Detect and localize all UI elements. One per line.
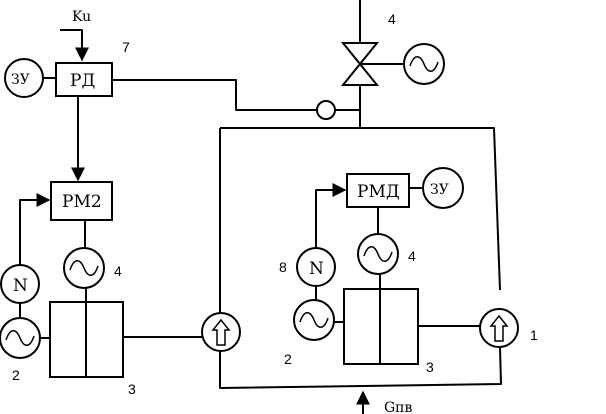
motor-2-right-sine-icon [299, 312, 329, 328]
number-1: 1 [530, 327, 538, 343]
motor-2-left-sine-icon [5, 330, 35, 346]
number-3-right: 3 [426, 359, 434, 375]
n-to-rm2-arrow [19, 193, 51, 265]
number-7: 7 [122, 39, 130, 55]
ku-input-arrow [60, 29, 89, 62]
rd-block [55, 62, 113, 97]
rm2-block [50, 181, 113, 221]
flow-up-indicator-right [479, 308, 519, 348]
number-4-left: 4 [114, 263, 122, 279]
n-right-label: N [309, 259, 324, 279]
number-4-right: 4 [408, 248, 416, 264]
gpv-label: Gпв [384, 400, 413, 414]
valve-motor-sine-icon [409, 56, 439, 72]
number-2-right: 2 [284, 351, 292, 367]
rd-label: РД [70, 71, 95, 91]
rd-to-valve-line [112, 79, 316, 111]
up-arrow-icon-left [211, 318, 231, 346]
number-8: 8 [279, 259, 287, 275]
n-to-rmd-arrow [315, 183, 347, 248]
number-3-left: 3 [128, 381, 136, 397]
n-left-label: N [13, 276, 28, 296]
rm2-label: РМ2 [62, 192, 102, 212]
flow-sensor-circle [316, 100, 336, 120]
motor-4-right-sine-icon [363, 246, 393, 262]
number-4-valve: 4 [388, 11, 396, 27]
valve-bottom-triangle [340, 62, 380, 86]
zu-right-label: ЗУ [430, 182, 449, 198]
number-2-left: 2 [12, 367, 20, 383]
valve-top-triangle [340, 42, 380, 66]
rmd-block [346, 173, 410, 208]
motor-4-left-sine-icon [69, 260, 99, 276]
flow-up-indicator-left [201, 312, 241, 352]
ku-label: Ku [72, 9, 91, 25]
up-arrow-icon-right [489, 314, 509, 342]
rmd-label: РМД [357, 182, 400, 202]
zu-left-label: ЗУ [11, 72, 30, 88]
